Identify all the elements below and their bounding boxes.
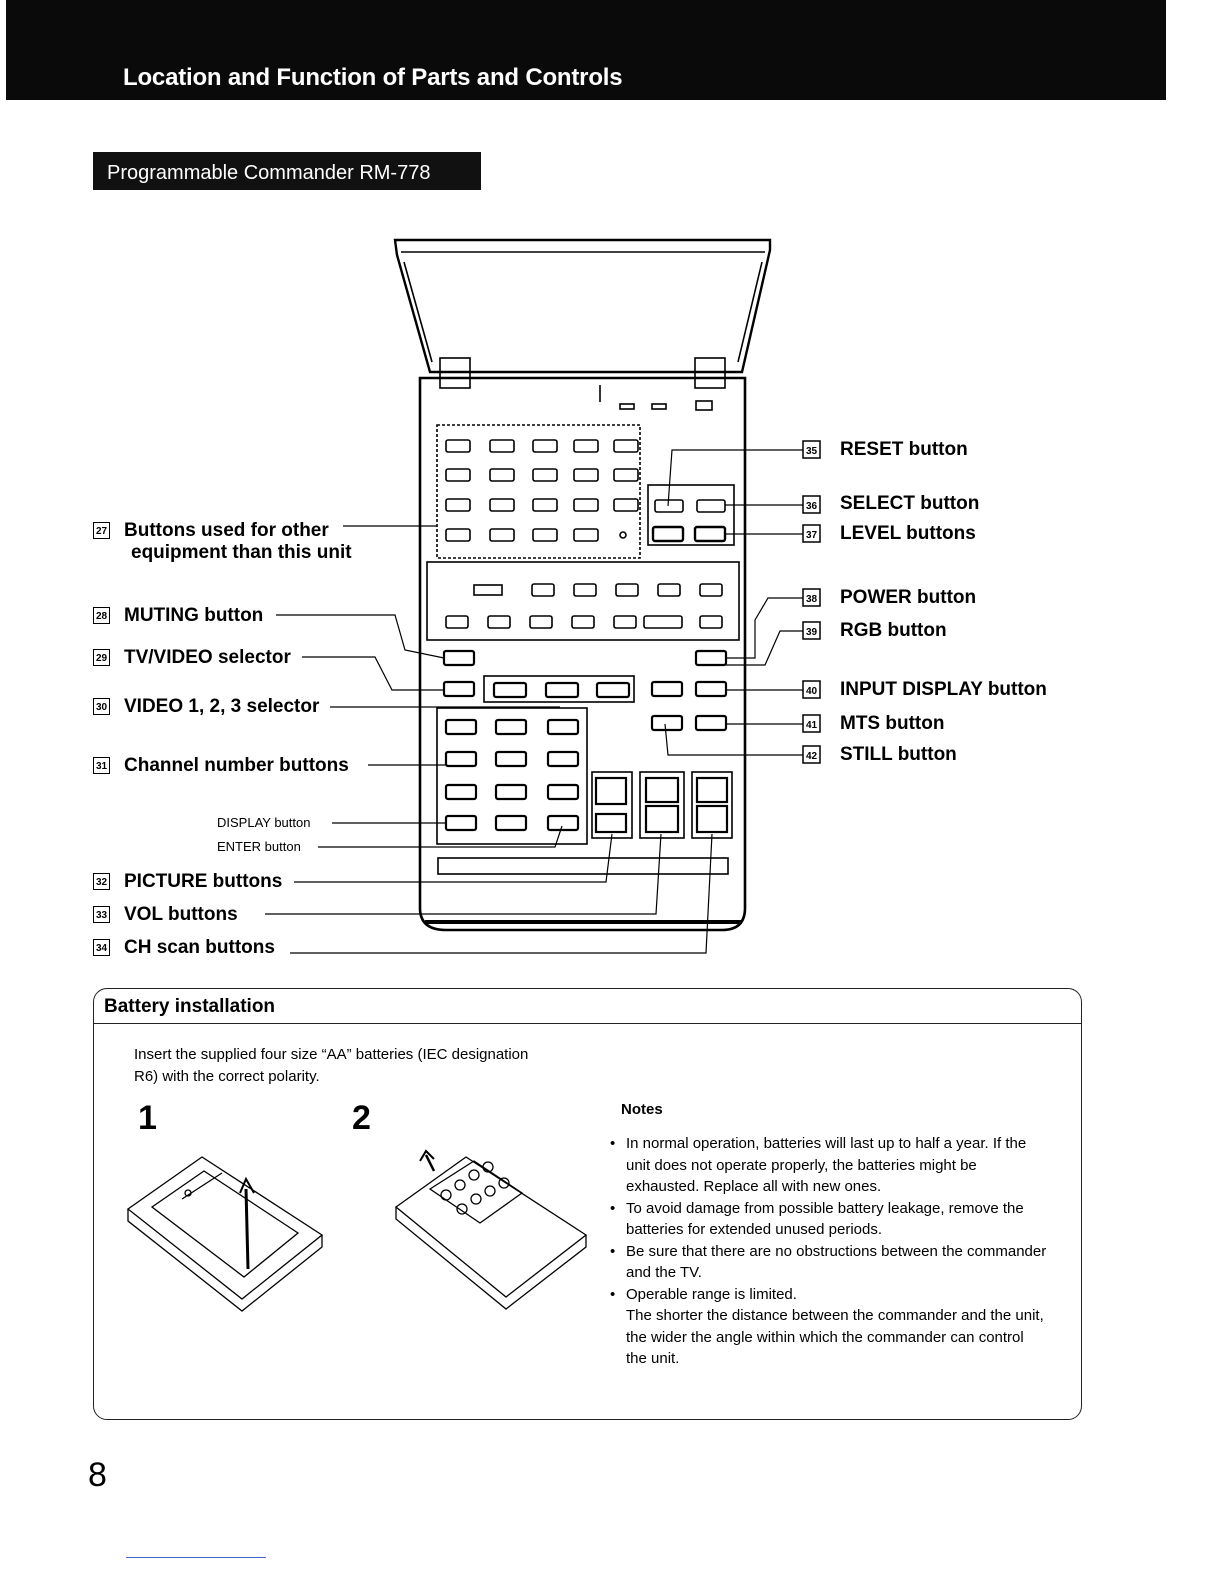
callout-33: 33 VOL buttons [93,904,238,926]
callout-num-37: 37 [806,530,818,541]
battery-installation-box: Battery installation Insert the supplied… [93,988,1082,1420]
note-text: Be sure that there are no obstructions b… [626,1242,1047,1282]
battery-header: Battery installation [94,989,1081,1024]
callout-label: Channel number buttons [124,755,349,776]
callout-label-cont: equipment than this unit [131,542,352,563]
callout-label: MUTING button [124,605,264,626]
callout-label: CH scan buttons [124,937,275,958]
callout-37-label: LEVEL buttons [840,523,976,544]
callout-number: 27 [93,522,110,539]
battery-title: Battery installation [104,996,276,1017]
page-title: Location and Function of Parts and Contr… [123,64,623,91]
note-text: In normal operation, batteries will last… [626,1135,1027,1195]
callout-number: 30 [93,698,110,715]
callout-num-40: 40 [806,686,818,697]
callout-number: 31 [93,757,110,774]
callout-label: Buttons used for other [124,520,329,541]
callout-27: 27 Buttons used for other equipment than … [93,520,352,564]
callout-label: VIDEO 1, 2, 3 selector [124,696,320,717]
callout-number: 28 [93,607,110,624]
note-item: Operable range is limited. The shorter th… [608,1284,1048,1370]
callout-num-38: 38 [806,594,818,605]
callout-number: 34 [93,939,110,956]
note-item: In normal operation, batteries will last… [608,1133,1048,1198]
display-button-label: DISPLAY button [217,815,311,830]
note-text: Operable range is limited. [626,1285,797,1303]
callout-number: 29 [93,649,110,666]
section-tag: Programmable Commander RM-778 [93,152,481,190]
callout-num-39: 39 [806,627,818,638]
callout-label: TV/VIDEO selector [124,647,291,668]
callout-42-label: STILL button [840,744,957,765]
callout-num-36: 36 [806,501,818,512]
callout-num-42: 42 [806,751,818,762]
callout-29: 29 TV/VIDEO selector [93,647,291,669]
callout-28: 28 MUTING button [93,605,263,627]
note-item: To avoid damage from possible battery le… [608,1198,1048,1241]
battery-step-2-illustration [394,1149,588,1310]
callout-40-label: INPUT DISPLAY button [840,679,1047,700]
callout-label: PICTURE buttons [124,871,283,892]
notes-list: In normal operation, batteries will last… [608,1133,1048,1370]
notes-title: Notes [621,1101,663,1118]
footer-rule [126,1557,266,1558]
callout-30: 30 VIDEO 1, 2, 3 selector [93,696,319,718]
callout-31: 31 Channel number buttons [93,755,349,777]
callout-32: 32 PICTURE buttons [93,871,282,893]
header-bar: Location and Function of Parts and Contr… [6,0,1166,100]
callout-35-label: RESET button [840,439,968,460]
callout-number: 32 [93,873,110,890]
battery-step-1-illustration [126,1156,324,1312]
callout-38-label: POWER button [840,587,977,608]
callout-41-label: MTS button [840,713,945,734]
callout-label: VOL buttons [124,904,238,925]
enter-button-label: ENTER button [217,839,301,854]
callout-36-label: SELECT button [840,493,980,514]
step-2-number: 2 [352,1099,371,1137]
note-text: To avoid damage from possible battery le… [626,1199,1024,1239]
remote-diagram: 35 36 37 38 39 40 41 42 [265,238,821,954]
callout-number: 33 [93,906,110,923]
battery-intro: Insert the supplied four size “AA” batte… [134,1046,529,1085]
note-text-continued: The shorter the distance between the com… [626,1307,1044,1367]
step-1-number: 1 [138,1099,157,1137]
callout-num-41: 41 [806,720,818,731]
callout-39-label: RGB button [840,620,947,641]
callout-34: 34 CH scan buttons [93,937,275,959]
callout-num-35: 35 [806,446,818,457]
note-item: Be sure that there are no obstructions b… [608,1241,1048,1284]
page-number: 8 [88,1456,107,1494]
